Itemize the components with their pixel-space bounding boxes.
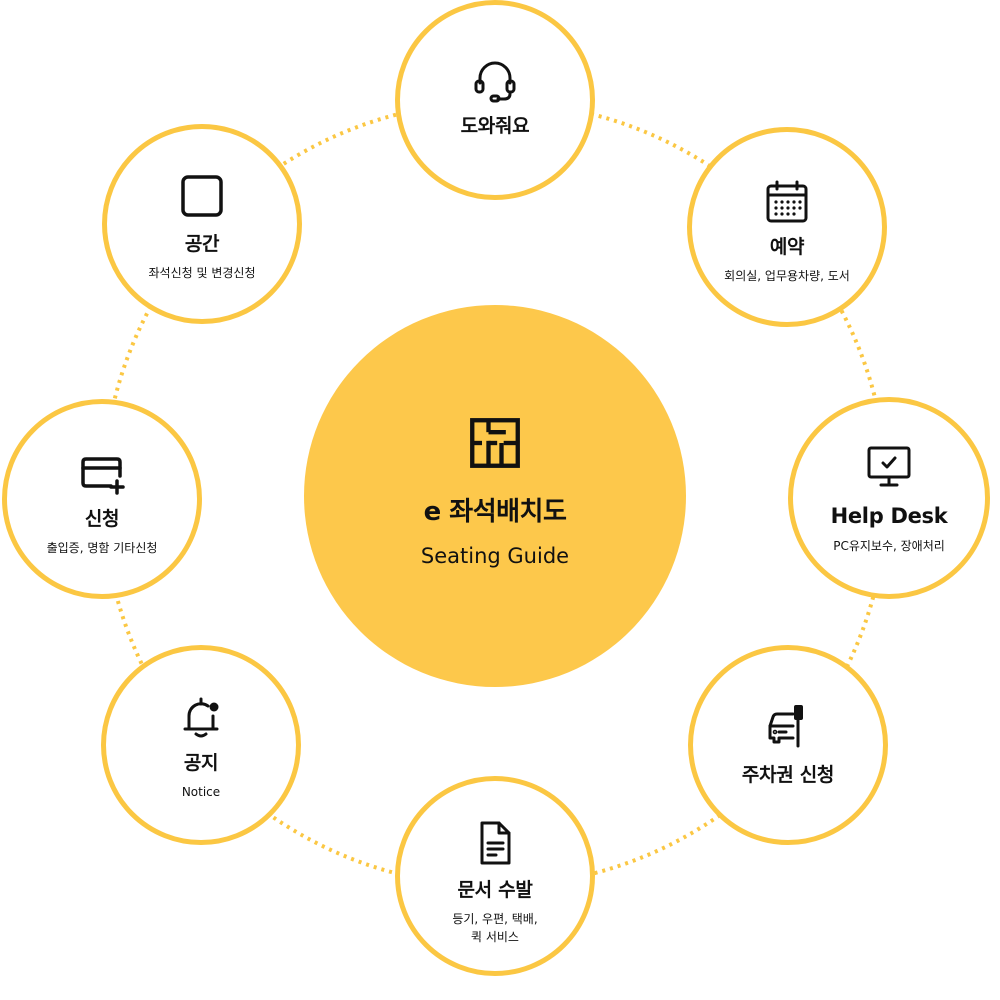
notice-title: 공지 <box>183 752 219 774</box>
square-icon <box>181 175 223 217</box>
reservation-title: 예약 <box>769 236 805 258</box>
documents-button[interactable]: 문서 수발 등기, 우편, 택배, 퀵 서비스 <box>395 776 595 976</box>
request-button[interactable]: 신청 출입증, 명함 기타신청 <box>2 399 202 599</box>
center-title: e 좌석배치도 <box>423 497 567 527</box>
helpdesk-title: Help Desk <box>830 504 948 528</box>
center-subtitle: Seating Guide <box>420 544 570 568</box>
documents-subtitle: 등기, 우편, 택배, 퀵 서비스 <box>452 910 537 946</box>
documents-subtitle-line1: 등기, 우편, 택배, <box>452 911 538 926</box>
help-title: 도와줘요 <box>460 115 530 137</box>
reservation-subtitle: 회의실, 업무용차량, 도서 <box>724 268 850 283</box>
reservation-button[interactable]: 예약 회의실, 업무용차량, 도서 <box>687 127 887 327</box>
space-button[interactable]: 공간 좌석신청 및 변경신청 <box>102 124 302 324</box>
parking-title: 주차권 신청 <box>741 764 835 786</box>
documents-title: 문서 수발 <box>457 879 533 901</box>
space-title: 공간 <box>184 233 220 255</box>
notice-subtitle: Notice <box>181 784 221 799</box>
floorplan-icon <box>470 418 520 468</box>
request-title: 신청 <box>84 508 120 530</box>
calendar-icon <box>766 180 808 223</box>
space-subtitle: 좌석신청 및 변경신청 <box>148 265 256 280</box>
parking-button[interactable]: 주차권 신청 <box>688 645 888 845</box>
request-subtitle: 출입증, 명함 기타신청 <box>46 540 158 555</box>
car-ticket-icon <box>768 705 803 748</box>
monitor-check-icon <box>867 446 911 487</box>
card-plus-icon <box>81 457 125 495</box>
helpdesk-button[interactable]: Help Desk PC유지보수, 장애처리 <box>788 397 990 599</box>
bell-icon <box>183 697 219 738</box>
document-icon <box>480 821 511 865</box>
seating-guide-center[interactable]: e 좌석배치도 Seating Guide <box>304 305 686 687</box>
helpdesk-subtitle: PC유지보수, 장애처리 <box>833 539 945 554</box>
notice-button[interactable]: 공지 Notice <box>101 645 301 845</box>
documents-subtitle-line2: 퀵 서비스 <box>471 929 519 944</box>
headset-icon <box>474 61 516 103</box>
help-button[interactable]: 도와줘요 <box>395 0 595 200</box>
